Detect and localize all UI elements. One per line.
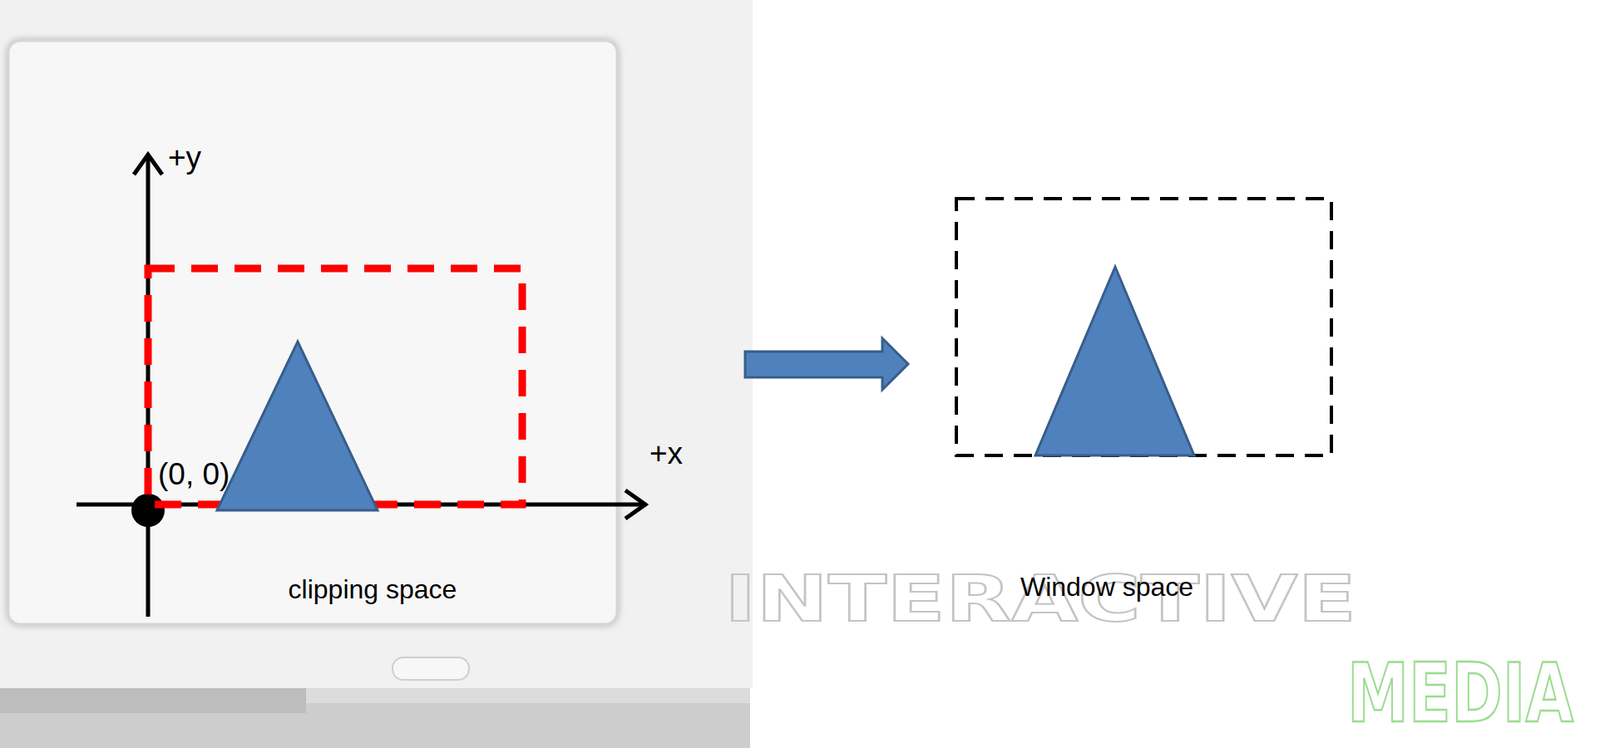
block-arrow [745,338,909,391]
origin-dot [131,493,165,528]
monitor-stand-shade [0,688,307,714]
y-axis-head [133,154,163,175]
monitor-stand [0,688,751,748]
axis-label: +x [649,436,683,473]
x-axis-head [625,490,646,519]
monitor-screen [8,40,618,625]
monitor-button [392,657,470,681]
origin-label: (0, 0) [158,457,230,494]
monitor-stand-light [306,688,751,704]
triangle [217,341,378,511]
space-label: Window space [1020,572,1194,603]
monitor-backdrop [0,0,753,689]
window-rect [956,198,1332,456]
triangle [1035,266,1195,456]
watermark: MEDIA [1347,646,1574,741]
axis-label: +y [167,140,202,177]
space-label: clipping space [288,574,458,606]
